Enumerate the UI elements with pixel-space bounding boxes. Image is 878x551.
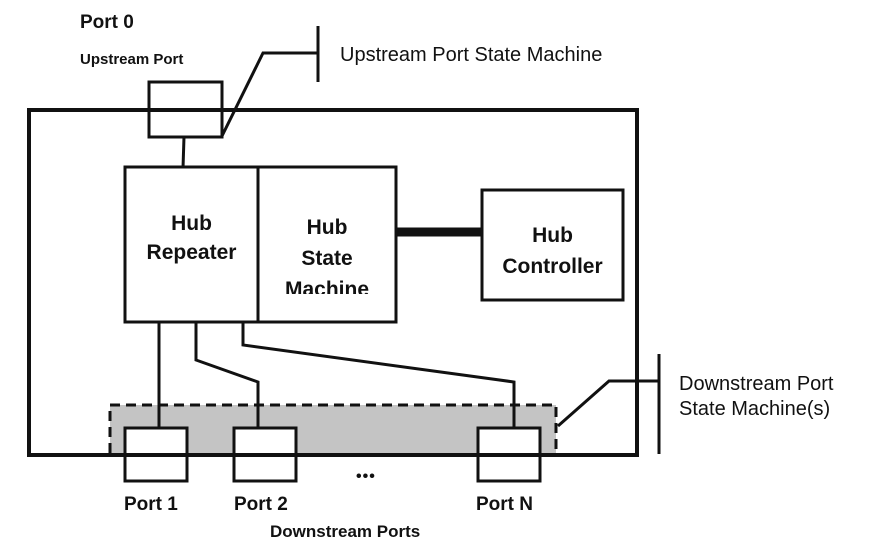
port-2-label: Port 2 xyxy=(234,494,288,515)
hub-controller-line2: Controller xyxy=(502,255,603,278)
wire-port-2 xyxy=(194,322,260,428)
downstream-state-machine-line2: State Machine(s) xyxy=(679,398,831,420)
hub-repeater-line1: Hub xyxy=(171,212,212,235)
upstream-port-number-label: Port 0 xyxy=(80,12,134,33)
hub-controller-label: Hub Controller xyxy=(482,220,623,282)
ellipsis-more-ports: ••• xyxy=(356,468,376,485)
downstream-state-machine-region-border xyxy=(108,403,558,457)
hub-repeater-label: Hub Repeater xyxy=(125,209,258,267)
upstream-state-machine-label: Upstream Port State Machine xyxy=(340,44,603,66)
hub-state-machine-label: Hub State Machine xyxy=(258,212,396,294)
hub-repeater-line2: Repeater xyxy=(146,241,237,264)
hub-repeater-box xyxy=(123,165,260,324)
hub-state-machine-line1: Hub xyxy=(306,216,348,239)
downstream-state-machine-line1: Downstream Port xyxy=(679,373,834,395)
hub-controller-box xyxy=(480,188,625,302)
hub-state-machine-line2: State xyxy=(301,247,353,270)
hub-controller-line1: Hub xyxy=(532,224,573,247)
downstream-state-machine-leader xyxy=(557,379,659,428)
upstream-port-caption: Upstream Port xyxy=(80,51,184,68)
hub-state-machine-box xyxy=(256,165,398,324)
upstream-state-machine-leader xyxy=(220,51,318,137)
wire-port-n xyxy=(241,322,516,428)
downstream-ports-caption: Downstream Ports xyxy=(270,522,421,541)
port-n-label: Port N xyxy=(476,494,533,515)
port-1-label: Port 1 xyxy=(124,494,178,515)
downstream-state-machine-label: Downstream Port State Machine(s) xyxy=(679,372,834,422)
upstream-to-repeater-wire xyxy=(181,136,186,169)
hub-state-machine-line3: Machine xyxy=(284,278,370,294)
